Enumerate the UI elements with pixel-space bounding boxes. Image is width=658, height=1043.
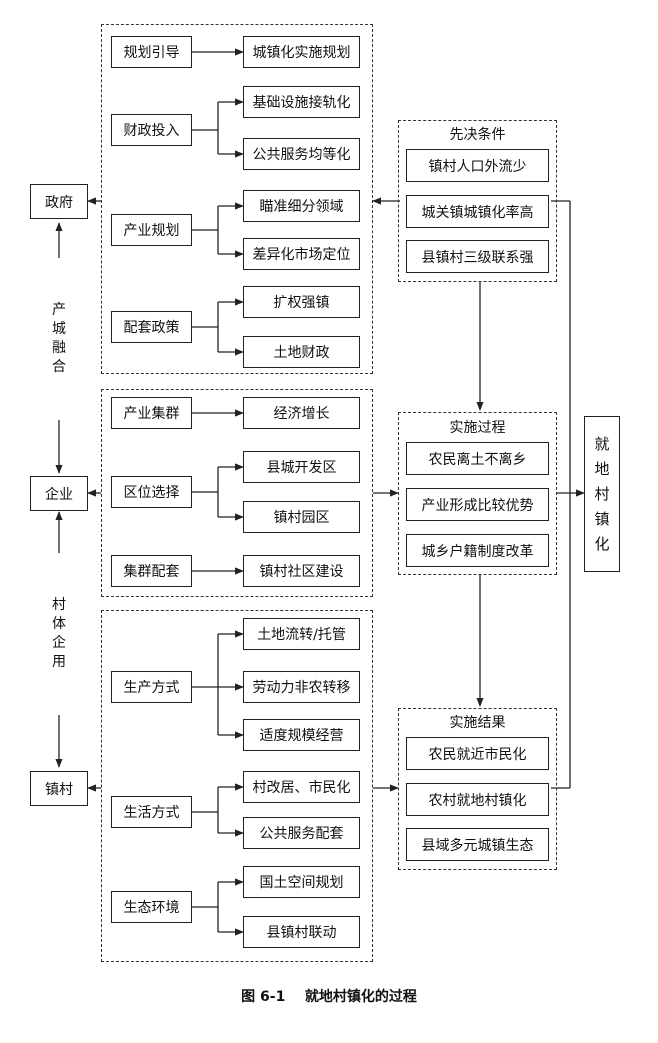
vil-item-1: 生产方式: [111, 671, 192, 703]
vil-item-3-label: 生态环境: [123, 900, 180, 916]
ent-item-3: 集群配套: [111, 555, 192, 587]
actor-government-label: 政府: [45, 194, 73, 211]
result-item-2: 农村就地村镇化: [406, 783, 549, 816]
gov-item-1-child-1-label: 城镇化实施规划: [252, 45, 351, 61]
process-item-2-label: 产业形成比较优势: [421, 497, 534, 514]
gov-item-2-child-1: 基础设施接轨化: [243, 86, 360, 118]
result-item-1: 农民就近市民化: [406, 737, 549, 770]
gov-item-4-child-2: 土地财政: [243, 336, 360, 368]
connector-lower-label: 村体企用: [49, 596, 69, 672]
government-group: [101, 24, 373, 374]
gov-item-3-label: 产业规划: [123, 223, 180, 239]
actor-government: 政府: [30, 184, 88, 219]
ent-item-3-label: 集群配套: [123, 564, 180, 580]
gov-item-4-child-1-label: 扩权强镇: [273, 295, 330, 311]
vil-item-2-label: 生活方式: [123, 805, 180, 821]
vil-item-1-child-2-label: 劳动力非农转移: [252, 680, 351, 696]
village-group: [101, 610, 373, 962]
vil-item-2-child-1-label: 村改居、市民化: [252, 780, 351, 796]
prereq-item-3-label: 县镇村三级联系强: [421, 249, 534, 266]
vil-item-2-child-2: 公共服务配套: [243, 817, 360, 849]
ent-item-2: 区位选择: [111, 476, 192, 508]
process-group: [398, 412, 557, 575]
actor-village-label: 镇村: [45, 781, 73, 798]
actor-enterprise: 企业: [30, 476, 88, 511]
prereq-item-3: 县镇村三级联系强: [406, 240, 549, 273]
vil-item-1-child-1: 土地流转/托管: [243, 618, 360, 650]
gov-item-3: 产业规划: [111, 214, 192, 246]
vil-item-1-child-2: 劳动力非农转移: [243, 671, 360, 703]
prereq-item-1: 镇村人口外流少: [406, 149, 549, 182]
result-item-2-label: 农村就地村镇化: [428, 792, 527, 809]
ent-item-1-label: 产业集群: [123, 406, 180, 422]
process-item-3-label: 城乡户籍制度改革: [421, 543, 534, 560]
prerequisites-title: 先决条件: [449, 127, 506, 143]
vil-item-3-child-2: 县镇村联动: [243, 916, 360, 948]
vil-item-3-child-1: 国土空间规划: [243, 866, 360, 898]
process-item-1: 农民离土不离乡: [406, 442, 549, 475]
process-title: 实施过程: [449, 420, 506, 436]
outcome-box: 就地村镇化: [584, 416, 620, 572]
vil-item-2-child-2-label: 公共服务配套: [259, 826, 344, 842]
vil-item-1-child-3: 适度规模经营: [243, 719, 360, 751]
ent-item-1: 产业集群: [111, 397, 192, 429]
gov-item-4-child-1: 扩权强镇: [243, 286, 360, 318]
gov-item-4: 配套政策: [111, 311, 192, 343]
ent-item-2-child-2: 镇村园区: [243, 501, 360, 533]
gov-item-1-label: 规划引导: [123, 45, 180, 61]
actor-village: 镇村: [30, 771, 88, 806]
gov-item-3-child-2-label: 差异化市场定位: [252, 247, 351, 263]
gov-item-4-child-2-label: 土地财政: [273, 345, 330, 361]
gov-item-4-label: 配套政策: [123, 320, 180, 336]
ent-item-2-child-2-label: 镇村园区: [273, 510, 330, 526]
gov-item-1-child-1: 城镇化实施规划: [243, 36, 360, 68]
ent-item-2-label: 区位选择: [123, 485, 180, 501]
ent-item-2-child-1-label: 县城开发区: [266, 460, 337, 476]
ent-item-3-child-1: 镇村社区建设: [243, 555, 360, 587]
ent-item-1-child-1: 经济增长: [243, 397, 360, 429]
gov-item-2-child-2-label: 公共服务均等化: [252, 147, 351, 163]
actor-enterprise-label: 企业: [45, 486, 73, 503]
prereq-item-1-label: 镇村人口外流少: [428, 158, 527, 175]
result-item-1-label: 农民就近市民化: [428, 746, 527, 763]
vil-item-1-child-1-label: 土地流转/托管: [257, 627, 346, 643]
prerequisites-group: [398, 120, 557, 282]
connector-upper-label: 产城融合: [49, 301, 69, 377]
vil-item-1-child-3-label: 适度规模经营: [259, 728, 344, 744]
process-item-1-label: 农民离土不离乡: [428, 451, 527, 468]
result-item-3-label: 县域多元城镇生态: [421, 837, 534, 854]
ent-item-2-child-1: 县城开发区: [243, 451, 360, 483]
enterprise-group: [101, 389, 373, 597]
gov-item-2-child-1-label: 基础设施接轨化: [252, 95, 351, 111]
results-group: [398, 708, 557, 870]
vil-item-3-child-2-label: 县镇村联动: [266, 925, 337, 941]
prereq-item-2: 城关镇城镇化率高: [406, 195, 549, 228]
gov-item-3-child-2: 差异化市场定位: [243, 238, 360, 270]
prereq-item-2-label: 城关镇城镇化率高: [421, 204, 534, 221]
vil-item-3: 生态环境: [111, 891, 192, 923]
ent-item-3-child-1-label: 镇村社区建设: [259, 564, 344, 580]
gov-item-1: 规划引导: [111, 36, 192, 68]
ent-item-1-child-1-label: 经济增长: [273, 406, 330, 422]
figure-caption: 图 6-1 就地村镇化的过程: [241, 989, 417, 1005]
result-item-3: 县域多元城镇生态: [406, 828, 549, 861]
gov-item-2-label: 财政投入: [123, 123, 180, 139]
process-item-3: 城乡户籍制度改革: [406, 534, 549, 567]
gov-item-3-child-1-label: 瞄准细分领域: [259, 199, 344, 215]
gov-item-3-child-1: 瞄准细分领域: [243, 190, 360, 222]
vil-item-1-label: 生产方式: [123, 680, 180, 696]
vil-item-2: 生活方式: [111, 796, 192, 828]
gov-item-2-child-2: 公共服务均等化: [243, 138, 360, 170]
vil-item-2-child-1: 村改居、市民化: [243, 771, 360, 803]
process-item-2: 产业形成比较优势: [406, 488, 549, 521]
gov-item-2: 财政投入: [111, 114, 192, 146]
results-title: 实施结果: [449, 715, 506, 731]
vil-item-3-child-1-label: 国土空间规划: [259, 875, 344, 891]
